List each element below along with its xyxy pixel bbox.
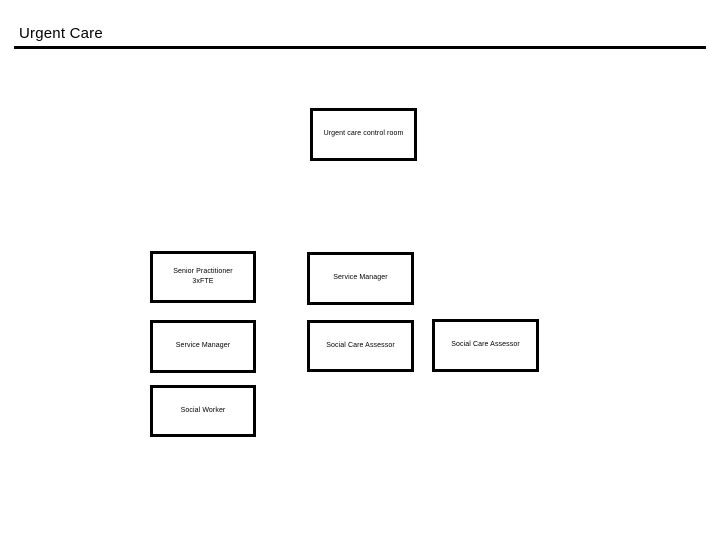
org-box-social-care-assessor-right: Social Care Assessor xyxy=(432,319,539,372)
org-box-label: Service Manager xyxy=(333,274,388,282)
org-box-label: Social Care Assessor xyxy=(326,341,395,349)
page-title: Urgent Care xyxy=(19,25,103,42)
org-box-social-care-assessor-mid: Social Care Assessor xyxy=(307,320,414,372)
org-box-label: Urgent care control room xyxy=(323,130,404,138)
org-box-service-manager-upper: Service Manager xyxy=(307,252,414,305)
org-box-label: Social Worker xyxy=(180,406,226,414)
org-box-label: Service Manager xyxy=(175,342,231,350)
org-box-label: Senior Practitioner 3xFTE xyxy=(173,267,233,285)
title-underline xyxy=(14,46,706,49)
org-box-service-manager-lower: Service Manager xyxy=(150,320,256,373)
org-box-label: Social Care Assessor xyxy=(451,341,520,349)
org-box-senior-practitioner: Senior Practitioner 3xFTE xyxy=(150,251,256,303)
org-box-urgent-care-control-room: Urgent care control room xyxy=(310,108,417,161)
org-box-social-worker: Social Worker xyxy=(150,385,256,437)
